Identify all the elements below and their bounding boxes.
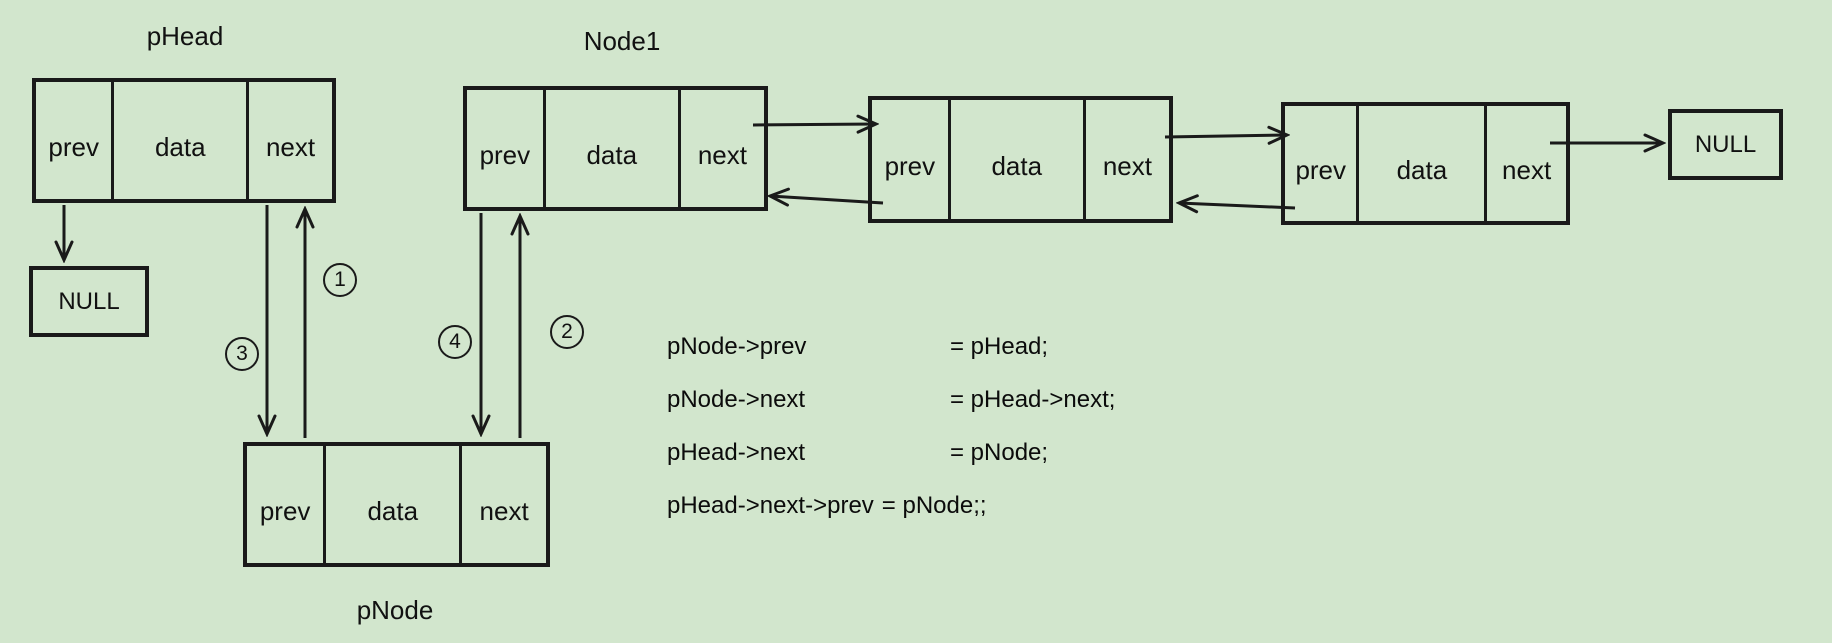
node1-label: Node1	[583, 26, 661, 56]
phead-prev-cell: prev	[36, 82, 115, 199]
code-line-3: pHead->next = pNode;	[667, 426, 1115, 479]
code-line-4: pHead->next->prev = pNode;;	[667, 479, 1115, 532]
code-line-1-lhs: pNode->prev	[667, 332, 807, 360]
arrow-node2-prev-to-node1	[770, 196, 884, 203]
middle-node-3-prev-cell: prev	[1285, 106, 1360, 221]
pnode-data-cell: data	[326, 446, 463, 563]
node1-prev-cell: prev	[467, 90, 546, 207]
code-line-1-rhs: = pHead;	[950, 332, 1049, 360]
pnode-label: pNode	[356, 595, 434, 625]
node1-next-cell: next	[697, 140, 747, 170]
code-line-4-lhs: pHead->next->prev	[667, 491, 874, 519]
code-line-2-rhs: = pHead->next;	[950, 385, 1116, 413]
code-line-3-lhs: pHead->next	[667, 438, 806, 466]
middle-node-2: prev data next	[868, 96, 1173, 223]
pnode-node: prev data next	[243, 442, 550, 567]
pnode-next-cell: next	[479, 496, 529, 526]
phead-label: pHead	[146, 21, 224, 51]
node1-data-cell: data	[546, 90, 681, 207]
middle-node-3-next-cell: next	[1502, 155, 1552, 185]
step-circle-4: 4	[438, 325, 472, 359]
null-box-right: NULL	[1668, 109, 1783, 180]
step-circle-3-number: 3	[236, 342, 248, 365]
phead-data-cell: data	[114, 82, 250, 199]
arrow-node1-next-to-node2	[752, 124, 876, 125]
middle-node-2-next-cell: next	[1102, 151, 1152, 181]
null-box-right-label: NULL	[1694, 130, 1757, 158]
arrow-node2-next-to-node3	[1164, 135, 1287, 137]
step-circle-2: 2	[550, 315, 584, 349]
arrow-node3-prev-to-node2	[1179, 203, 1296, 208]
pnode-prev-cell: prev	[247, 446, 327, 563]
phead-node: prev data next	[32, 78, 336, 203]
null-box-left-label: NULL	[58, 287, 120, 315]
step-circle-4-number: 4	[449, 330, 461, 353]
step-circle-2-number: 2	[561, 320, 573, 343]
code-line-3-rhs: = pNode;	[950, 438, 1049, 466]
null-box-left: NULL	[29, 266, 149, 337]
step-circle-1-number: 1	[334, 268, 346, 291]
code-line-1: pNode->prev = pHead;	[667, 320, 1115, 373]
middle-node-2-prev-cell: prev	[872, 100, 951, 219]
phead-next-cell: next	[265, 132, 316, 162]
code-line-2: pNode->next = pHead->next;	[667, 373, 1115, 426]
code-line-4-rhs: = pNode;;	[881, 491, 987, 519]
code-line-2-lhs: pNode->next	[667, 385, 806, 413]
step-circle-3: 3	[225, 337, 259, 371]
node1-node: prev data next	[463, 86, 768, 211]
middle-node-3: prev data next	[1281, 102, 1570, 225]
step-circle-1: 1	[323, 263, 357, 297]
middle-node-2-data-cell: data	[951, 100, 1086, 219]
code-block: pNode->prev = pHead; pNode->next = pHead…	[667, 320, 1115, 532]
middle-node-3-data-cell: data	[1359, 106, 1488, 221]
